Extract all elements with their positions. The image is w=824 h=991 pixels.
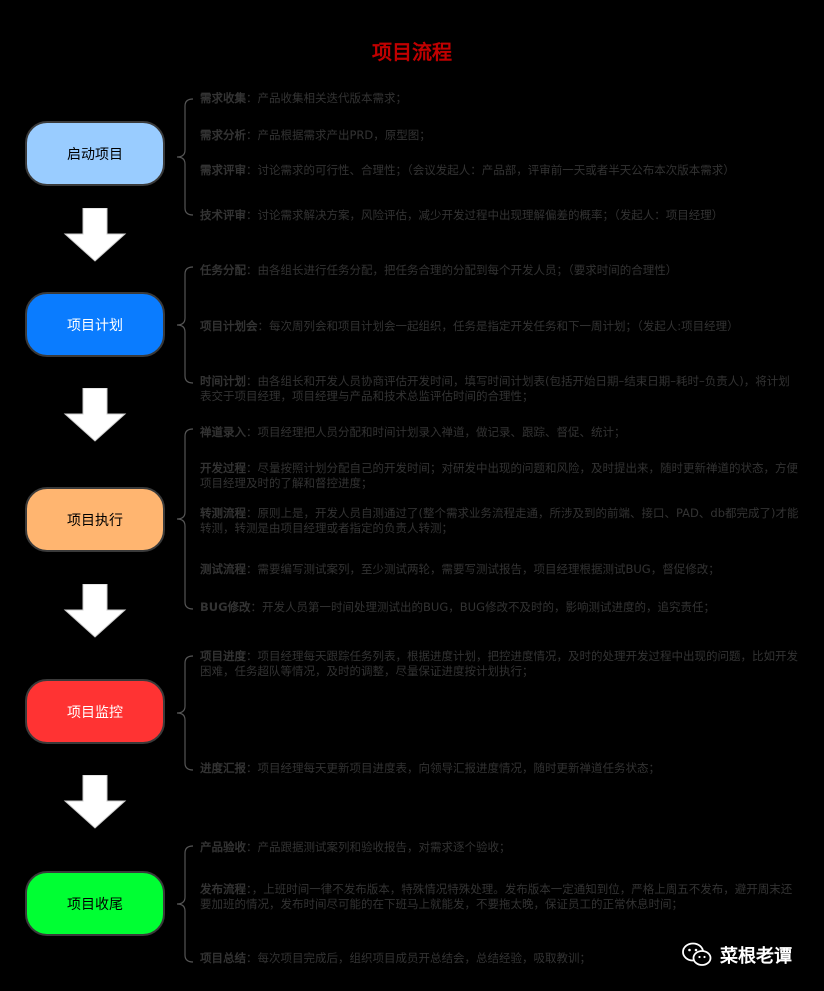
item-text: ：讨论需求的可行性、合理性；（会议发起人：产品部，评审前一天或者半天公布本次版本… xyxy=(246,163,735,177)
item-text: ：尽量按照计划分配自己的开发时间；对研发中出现的问题和风险，及时提出来，随时更新… xyxy=(200,461,798,490)
item-requirement-review: 需求评审：讨论需求的可行性、合理性；（会议发起人：产品部，评审前一天或者半天公布… xyxy=(200,163,800,178)
watermark: 菜根老谭 xyxy=(682,940,792,970)
down-arrow-icon xyxy=(63,775,127,829)
item-text: ：产品跟据测试案列和验收报告，对需求逐个验收； xyxy=(246,840,511,854)
diagram-title: 项目流程 xyxy=(372,40,452,64)
item-text: ：原则上是，开发人员自测通过了(整个需求业务流程走通，所涉及到的前端、接口、PA… xyxy=(200,506,799,535)
down-arrow-icon xyxy=(63,208,127,262)
item-key: 禅道录入 xyxy=(200,425,246,439)
item-bug-fix: BUG修改：开发人员第一时间处理测试出的BUG，BUG修改不及时的，影响测试进度… xyxy=(200,600,800,615)
item-text: ：产品根据需求产出PRD，原型图； xyxy=(246,128,431,142)
item-project-progress: 项目进度：项目经理每天跟踪任务列表，根据进度计划，把控进度情况，及时的处理开发过… xyxy=(200,649,800,679)
item-text: ：项目经理每天更新项目进度表，向领导汇报进度情况，随时更新禅道任务状态； xyxy=(246,761,660,775)
item-text: ：产品收集相关迭代版本需求； xyxy=(246,91,407,105)
stage-exec: 项目执行 xyxy=(25,487,165,552)
wechat-icon xyxy=(682,942,712,966)
watermark-text: 菜根老谭 xyxy=(720,946,792,967)
down-arrow-icon xyxy=(63,388,127,442)
item-key: 项目计划会 xyxy=(200,319,258,333)
item-key: 转测流程 xyxy=(200,506,246,520)
bracket-icon xyxy=(176,655,194,771)
item-tech-review: 技术评审：讨论需求解决方案，风险评估，减少开发过程中出现理解偏差的概率；（发起人… xyxy=(200,208,800,223)
item-key: 项目总结 xyxy=(200,951,246,965)
item-project-summary: 项目总结：每次项目完成后，组织项目成员开总结会，总结经验，吸取教训； xyxy=(200,951,670,966)
item-key: 时间计划 xyxy=(200,374,246,388)
stage-plan: 项目计划 xyxy=(25,292,165,357)
item-key: 需求分析 xyxy=(200,128,246,142)
item-key: 任务分配 xyxy=(200,263,246,277)
item-progress-report: 进度汇报：项目经理每天更新项目进度表，向领导汇报进度情况，随时更新禅道任务状态； xyxy=(200,761,800,776)
item-requirement-collection: 需求收集：产品收集相关迭代版本需求； xyxy=(200,91,800,106)
item-key: BUG修改 xyxy=(200,600,251,614)
item-text: ：需要编写测试案列，至少测试两轮，需要写测试报告，项目经理根据测试BUG，督促修… xyxy=(246,562,720,576)
item-plan-meeting: 项目计划会：每次周列会和项目计划会一起组织，任务是指定开发任务和下一周计划；（发… xyxy=(200,319,800,334)
item-key: 需求评审 xyxy=(200,163,246,177)
item-key: 发布流程 xyxy=(200,882,246,896)
stage-label: 项目执行 xyxy=(67,512,123,529)
item-text: ：讨论需求解决方案，风险评估，减少开发过程中出现理解偏差的概率；（发起人：项目经… xyxy=(246,208,724,222)
bracket-icon xyxy=(176,266,194,384)
item-key: 开发过程 xyxy=(200,461,246,475)
item-text: ：由各组长和开发人员协商评估开发时间，填写时间计划表(包括开始日期–结束日期–耗… xyxy=(200,374,790,403)
stage-start: 启动项目 xyxy=(25,121,165,186)
item-dev-process: 开发过程：尽量按照计划分配自己的开发时间；对研发中出现的问题和风险，及时提出来，… xyxy=(200,461,800,491)
item-key: 产品验收 xyxy=(200,840,246,854)
bracket-icon xyxy=(176,845,194,963)
stage-close: 项目收尾 xyxy=(25,871,165,936)
item-task-assignment: 任务分配：由各组长进行任务分配，把任务合理的分配到每个开发人员；（要求时间的合理… xyxy=(200,263,800,278)
item-text: ：每次项目完成后，组织项目成员开总结会，总结经验，吸取教训； xyxy=(246,951,591,965)
item-test-process: 测试流程：需要编写测试案列，至少测试两轮，需要写测试报告，项目经理根据测试BUG… xyxy=(200,562,800,577)
stage-label: 项目监控 xyxy=(67,704,123,721)
bracket-icon xyxy=(176,428,194,610)
bracket-icon xyxy=(176,98,194,216)
stage-label: 项目收尾 xyxy=(67,896,123,913)
item-text: ：项目经理把人员分配和时间计划录入禅道，做记录、跟踪、督促、统计； xyxy=(246,425,626,439)
item-key: 测试流程 xyxy=(200,562,246,576)
item-text: ：项目经理每天跟踪任务列表，根据进度计划，把控进度情况，及时的处理开发过程中出现… xyxy=(200,649,798,678)
item-release-process: 发布流程：，上班时间一律不发布版本，特殊情况特殊处理。发布版本一定通知到位，严格… xyxy=(200,882,800,912)
item-requirement-analysis: 需求分析：产品根据需求产出PRD，原型图； xyxy=(200,128,800,143)
item-time-plan: 时间计划：由各组长和开发人员协商评估开发时间，填写时间计划表(包括开始日期–结束… xyxy=(200,374,800,404)
item-key: 技术评审 xyxy=(200,208,246,222)
stage-label: 项目计划 xyxy=(67,317,123,334)
item-transfer-test: 转测流程：原则上是，开发人员自测通过了(整个需求业务流程走通，所涉及到的前端、接… xyxy=(200,506,800,536)
down-arrow-icon xyxy=(63,584,127,638)
item-key: 进度汇报 xyxy=(200,761,246,775)
item-key: 项目进度 xyxy=(200,649,246,663)
item-text: ：每次周列会和项目计划会一起组织，任务是指定开发任务和下一周计划；（发起人:项目… xyxy=(257,319,739,333)
item-zentao-entry: 禅道录入：项目经理把人员分配和时间计划录入禅道，做记录、跟踪、督促、统计； xyxy=(200,425,800,440)
item-text: ：开发人员第一时间处理测试出的BUG，BUG修改不及时的，影响测试进度的，追究责… xyxy=(250,600,715,614)
item-text: ：，上班时间一律不发布版本，特殊情况特殊处理。发布版本一定通知到位，严格上周五不… xyxy=(200,882,793,911)
item-text: ：由各组长进行任务分配，把任务合理的分配到每个开发人员；（要求时间的合理性） xyxy=(246,263,678,277)
item-product-acceptance: 产品验收：产品跟据测试案列和验收报告，对需求逐个验收； xyxy=(200,840,800,855)
stage-monitor: 项目监控 xyxy=(25,679,165,744)
stage-label: 启动项目 xyxy=(67,146,123,163)
item-key: 需求收集 xyxy=(200,91,246,105)
